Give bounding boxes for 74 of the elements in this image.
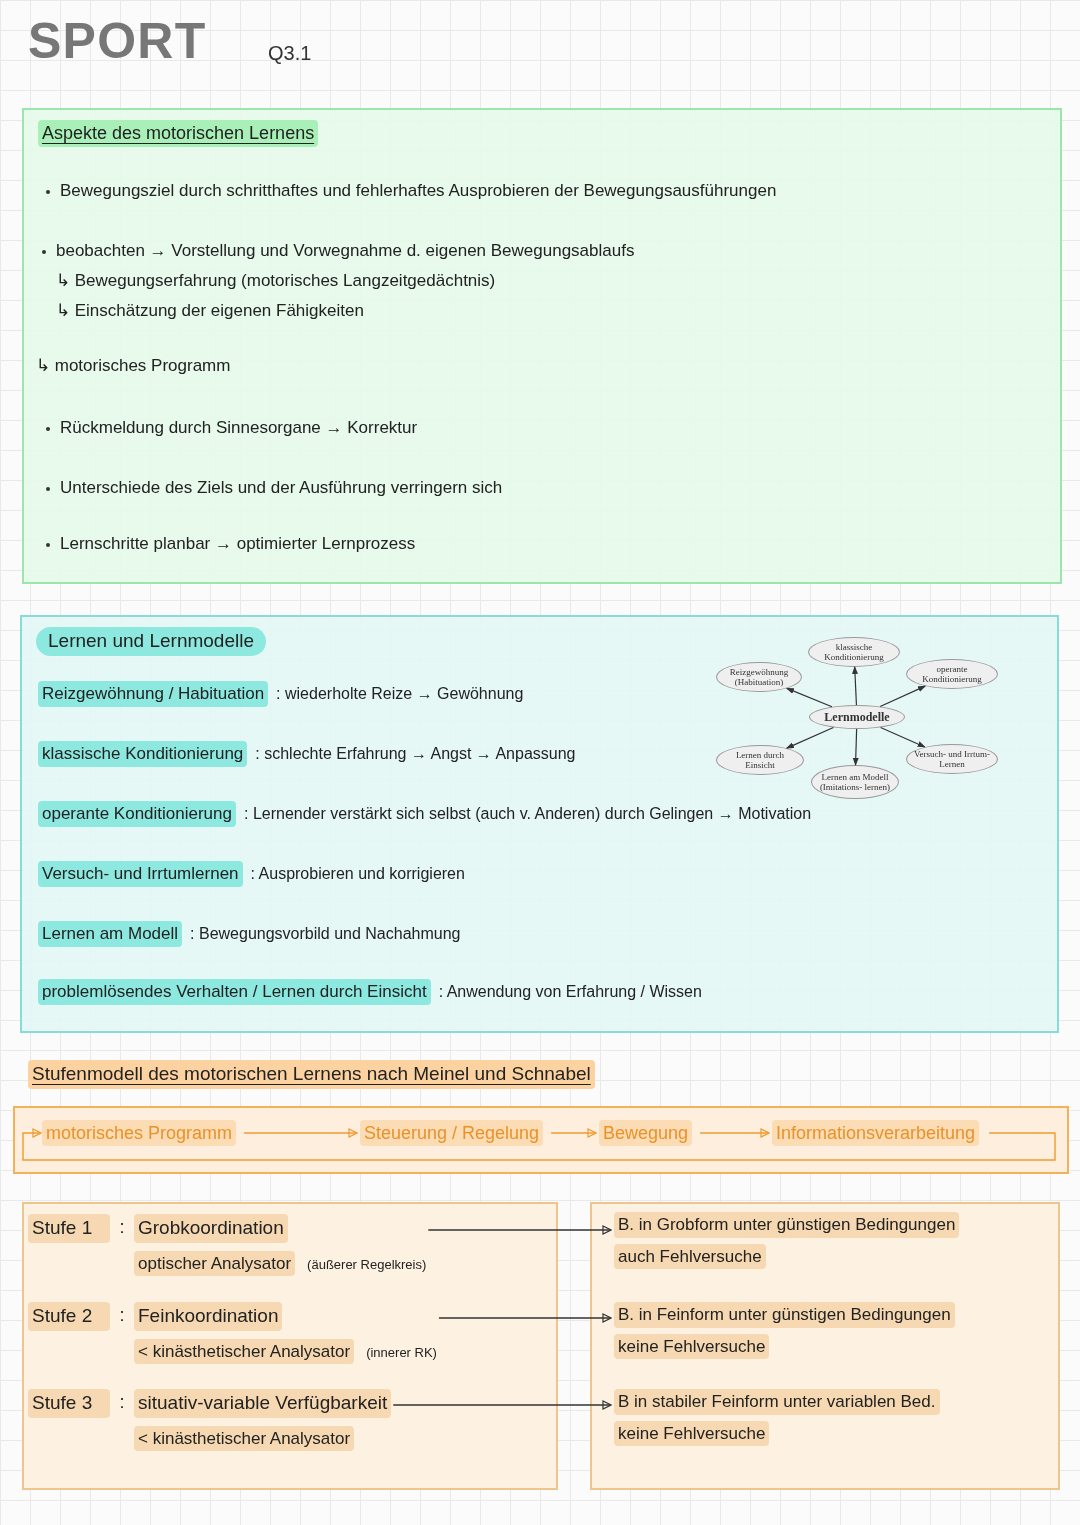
ellipse-node: Lernen durch Einsicht — [716, 745, 804, 775]
flow-band — [13, 1106, 1069, 1174]
colon-text: : — [118, 1391, 126, 1414]
stage-title: Feinkoordination — [134, 1302, 283, 1331]
arrow — [880, 726, 926, 748]
arrow — [243, 1128, 358, 1138]
stage-label: Stufe 3 — [28, 1389, 110, 1418]
section-panel — [20, 615, 1059, 1033]
stage-title: situativ-variable Verfügbarkeit — [134, 1389, 392, 1418]
definition-text: : Anwendung von Erfahrung / Wissen — [438, 982, 702, 1002]
arrow — [852, 728, 859, 766]
ellipse-node: Reizgewöhnung (Habituation) — [716, 662, 802, 692]
result-text: auch Fehlversuche — [614, 1243, 766, 1269]
stage-panel — [22, 1202, 558, 1490]
arrow — [392, 1400, 612, 1410]
note-text: ↳ Bewegungserfahrung (motorisches Langzeitgedächtnis) — [56, 270, 496, 292]
arrow — [879, 685, 926, 708]
result-text: B in stabiler Feinform unter variablen Bed. — [614, 1389, 940, 1415]
flow-step: Steuerung / Regelung — [360, 1120, 544, 1146]
ellipse-node: Versuch- und Irrtum-Lernen — [906, 744, 998, 774]
colon-text: : — [118, 1216, 126, 1239]
note-text: beobachten → Vorstellung und Vorwegnahme d. eigenen Bewegungsablaufs — [56, 240, 635, 262]
section-heading: Lernen und Lernmodelle — [36, 627, 266, 656]
analyzer-text: < kinästhetischer Analysator — [134, 1425, 355, 1451]
result-text: B. in Feinform unter günstigen Bedingungen — [614, 1302, 955, 1328]
arrow — [786, 687, 833, 708]
term-text: klassische Konditionierung — [38, 741, 248, 767]
stage-label: Stufe 1 — [28, 1214, 110, 1243]
note-text: (innerer RK) — [366, 1343, 437, 1362]
definition-text: : schlechte Erfahrung → Angst → Anpassung — [255, 744, 576, 764]
arrow — [550, 1128, 597, 1138]
course-code: Q3.1 — [268, 41, 312, 66]
definition-text: : Bewegungsvorbild und Nachahmung — [190, 924, 461, 944]
flow-step: Informationsverarbeitung — [772, 1120, 980, 1146]
ellipse-node: klassische Konditionierung — [808, 637, 900, 667]
stage-panel — [590, 1202, 1060, 1490]
definition-text: : Lernender verstärkt sich selbst (auch v. Anderen) durch Gelingen → Motivation — [244, 804, 812, 824]
definition-text: : Ausprobieren und korrigieren — [250, 864, 465, 884]
note-text: ↳ motorisches Programm — [36, 355, 231, 377]
flow-step: motorisches Programm — [42, 1120, 237, 1146]
term-text: problemlösendes Verhalten / Lernen durch Einsicht — [38, 979, 431, 1005]
colon-text: : — [118, 1304, 126, 1327]
ellipse-node: Lernmodelle — [809, 705, 905, 729]
analyzer-text: < kinästhetischer Analysator — [134, 1338, 355, 1364]
analyzer-text: optischer Analysator — [134, 1250, 296, 1276]
note-text: (äußerer Regelkreis) — [307, 1255, 427, 1274]
result-text: keine Fehlversuche — [614, 1333, 770, 1359]
term-text: operante Konditionierung — [38, 801, 236, 827]
term-text: Reizgewöhnung / Habituation — [38, 681, 269, 707]
section-heading: Aspekte des motorischen Lernens — [38, 120, 319, 147]
stage-label: Stufe 2 — [28, 1302, 110, 1331]
stage-title: Grobkoordination — [134, 1214, 288, 1243]
ellipse-node: operante Konditionierung — [906, 659, 998, 689]
arrow — [699, 1128, 770, 1138]
arrow — [785, 726, 834, 749]
flow-step: Bewegung — [599, 1120, 693, 1146]
note-text: Lernschritte planbar → optimierter Lernprozess — [60, 533, 416, 555]
section-panel — [22, 108, 1062, 584]
term-text: Versuch- und Irrtumlernen — [38, 861, 243, 887]
arrow — [22, 1128, 1056, 1161]
result-text: B. in Grobform unter günstigen Bedingungen — [614, 1212, 960, 1238]
note-text: Unterschiede des Ziels und der Ausführung verringern sich — [60, 477, 503, 499]
term-text: Lernen am Modell — [38, 921, 183, 947]
note-text: Rückmeldung durch Sinnesorgane → Korrektur — [60, 417, 418, 439]
note-text: Bewegungsziel durch schritthaftes und fehlerhaftes Ausprobieren der Bewegungsausführungen — [60, 180, 777, 202]
page-title: SPORT — [28, 16, 207, 66]
arrow — [438, 1313, 612, 1323]
note-text: ↳ Einschätzung der eigenen Fähigkeiten — [56, 300, 364, 322]
result-text: keine Fehlversuche — [614, 1420, 770, 1446]
arrow — [852, 666, 858, 706]
arrow — [427, 1225, 612, 1235]
section-heading: Stufenmodell des motorischen Lernens nach Meinel und Schnabel — [28, 1060, 595, 1089]
ellipse-node: Lernen am Modell (Imitations- lernen) — [811, 765, 899, 799]
definition-text: : wiederholte Reize → Gewöhnung — [276, 684, 524, 704]
